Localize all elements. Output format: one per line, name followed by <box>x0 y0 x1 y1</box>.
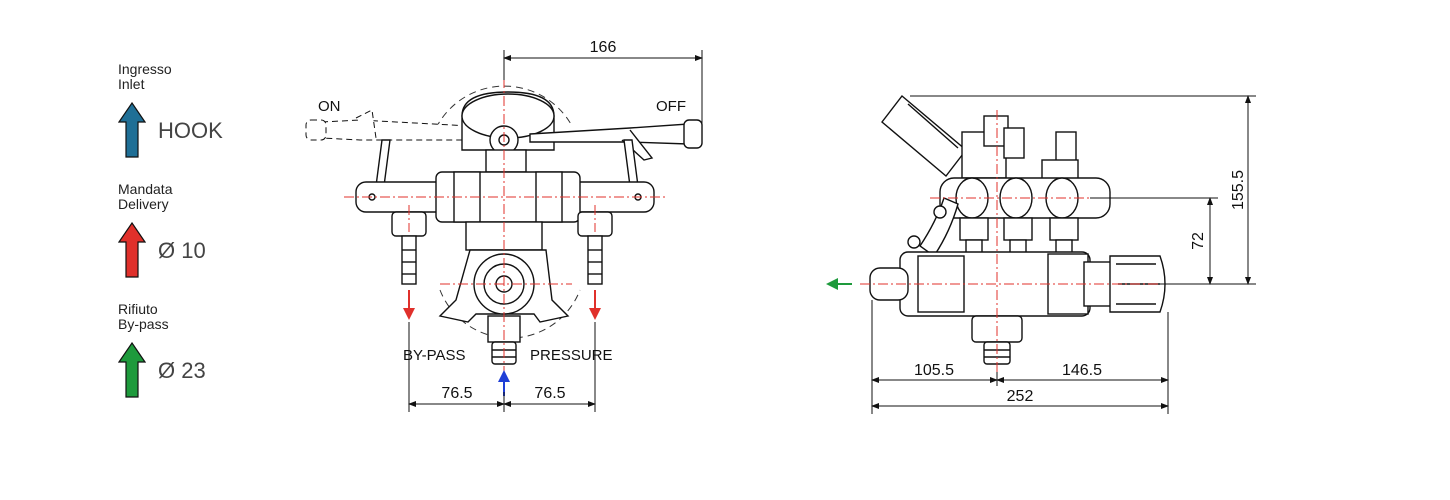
pressure-flow-arrow-icon <box>589 308 601 320</box>
legend-item-bypass: Rifiuto By-pass Ø 23 <box>118 302 298 412</box>
label-bypass: BY-PASS <box>403 347 466 364</box>
lever-on-ghost <box>305 109 471 141</box>
legend-label-en: Delivery <box>118 196 169 212</box>
label-on: ON <box>318 98 341 115</box>
legend-label-it: Mandata <box>118 181 173 197</box>
up-arrow-icon <box>118 222 146 278</box>
bypass-flow-arrow-icon <box>403 308 415 320</box>
dim-155-5: 155.5 <box>1230 170 1247 210</box>
up-arrow-icon <box>118 342 146 398</box>
dim-105-5: 105.5 <box>914 362 954 379</box>
side-centerlines <box>860 110 1186 372</box>
label-pressure: PRESSURE <box>530 347 613 364</box>
dim-146-5: 146.5 <box>1062 362 1102 379</box>
legend-value: Ø 10 <box>158 238 206 263</box>
dim-252: 252 <box>1007 388 1034 405</box>
legend-item-delivery: Mandata Delivery Ø 10 <box>118 182 298 292</box>
up-arrow-icon <box>118 102 146 158</box>
front-dimensions <box>408 50 703 412</box>
inlet-flow-arrow-icon <box>498 370 510 382</box>
side-dimensions <box>871 95 1256 414</box>
legend-label: Ingresso Inlet <box>118 62 172 92</box>
legend-item-inlet: Ingresso Inlet HOOK <box>118 62 298 172</box>
side-view <box>869 94 1166 365</box>
front-view <box>305 85 703 365</box>
legend-label-it: Rifiuto <box>118 301 158 317</box>
label-off: OFF <box>656 98 686 115</box>
front-centerlines <box>344 78 668 392</box>
legend-label: Mandata Delivery <box>118 182 172 212</box>
dim-72: 72 <box>1190 232 1207 250</box>
dim-166: 166 <box>590 39 617 56</box>
bypass-out-arrow-icon <box>826 278 838 290</box>
legend-label-en: By-pass <box>118 316 169 332</box>
handle-box <box>881 94 967 178</box>
legend-label: Rifiuto By-pass <box>118 302 169 332</box>
dim-bypass-76-5: 76.5 <box>441 385 472 402</box>
legend-label-it: Ingresso <box>118 61 172 77</box>
dim-pressure-76-5: 76.5 <box>534 385 565 402</box>
legend-value: Ø 23 <box>158 358 206 383</box>
legend-value: HOOK <box>158 118 223 143</box>
legend-label-en: Inlet <box>118 76 145 92</box>
